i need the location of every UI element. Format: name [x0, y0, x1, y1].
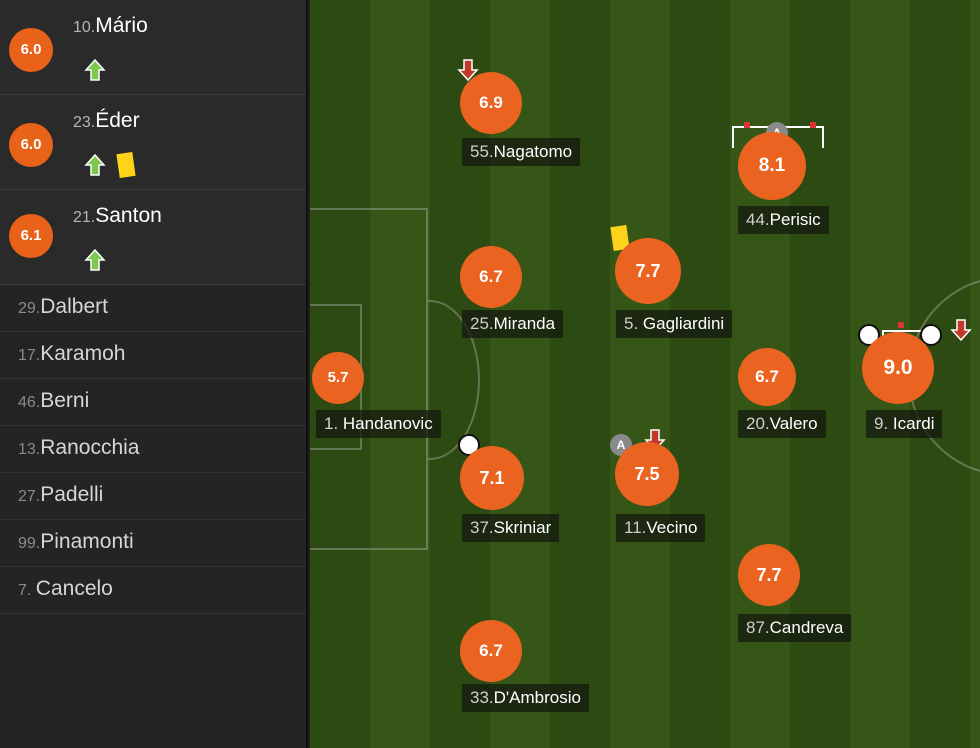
- sub-in-arrow-icon: [84, 58, 106, 81]
- sub-row-mario[interactable]: 6.0 10.Mário: [0, 0, 306, 95]
- player-rating: 7.7: [738, 544, 800, 606]
- sub-out-arrow-icon: [950, 319, 972, 342]
- player-rating: 5.7: [312, 352, 364, 404]
- player-name: 55.Nagatomo: [462, 138, 581, 166]
- player-name: 11.Vecino: [616, 514, 706, 542]
- player-rating: 7.1: [460, 446, 524, 510]
- sub-out-arrow-icon: [457, 59, 479, 82]
- bench-row-ranocchia[interactable]: 13.Ranocchia: [0, 426, 306, 473]
- bench-row-karamoh[interactable]: 17.Karamoh: [0, 332, 306, 379]
- player-name: 5. Gagliardini: [616, 310, 733, 338]
- goal-marker-icon: [898, 322, 904, 328]
- player-rating: 6.7: [738, 348, 796, 406]
- penalty-area: [310, 208, 428, 550]
- bench-row-cancelo[interactable]: 7. Cancelo: [0, 567, 306, 614]
- player-rating: 7.5: [615, 442, 679, 506]
- player-name: 23.Éder: [73, 109, 140, 132]
- bench-row-padelli[interactable]: 27.Padelli: [0, 473, 306, 520]
- player-name: 9. Icardi: [866, 410, 943, 438]
- player-name: 21.Santon: [73, 204, 162, 227]
- player-name: 20.Valero: [738, 410, 826, 438]
- player-rating: 8.1: [738, 132, 806, 200]
- sub-row-eder[interactable]: 6.0 23.Éder: [0, 95, 306, 190]
- player-name: 1. Handanovic: [316, 410, 441, 438]
- bench-row-pinamonti[interactable]: 99.Pinamonti: [0, 520, 306, 567]
- goal-marker-icon: [810, 122, 816, 128]
- player-rating: 6.7: [460, 620, 522, 682]
- bench-row-dalbert[interactable]: 29.Dalbert: [0, 285, 306, 332]
- sub-in-arrow-icon: [84, 248, 106, 271]
- player-name: 25.Miranda: [462, 310, 564, 338]
- player-rating: 9.0: [862, 332, 934, 404]
- player-name: 87.Candreva: [738, 614, 852, 642]
- player-rating: 7.7: [615, 238, 681, 304]
- player-name: 33.D'Ambrosio: [462, 684, 589, 712]
- player-rating: 6.0: [9, 123, 53, 167]
- player-rating: 6.9: [460, 72, 522, 134]
- yellow-card-icon: [116, 152, 136, 178]
- player-name: 44.Perisic: [738, 206, 829, 234]
- goal-ball-icon: [920, 324, 942, 346]
- football-pitch: 5.7 1. Handanovic 6.9 55.Nagatomo 6.7 25…: [310, 0, 980, 748]
- player-rating: 6.1: [9, 214, 53, 258]
- player-rating: 6.7: [460, 246, 522, 308]
- player-name: 37.Skriniar: [462, 514, 560, 542]
- goal-marker-icon: [744, 122, 750, 128]
- bench-row-berni[interactable]: 46.Berni: [0, 379, 306, 426]
- lineup-sidebar: 6.0 10.Mário 6.0 23.Éder 6.1 21.Santon 2…: [0, 0, 308, 748]
- player-name: 10.Mário: [73, 14, 148, 37]
- sub-in-arrow-icon: [84, 153, 106, 176]
- player-rating: 6.0: [9, 28, 53, 72]
- sub-row-santon[interactable]: 6.1 21.Santon: [0, 190, 306, 285]
